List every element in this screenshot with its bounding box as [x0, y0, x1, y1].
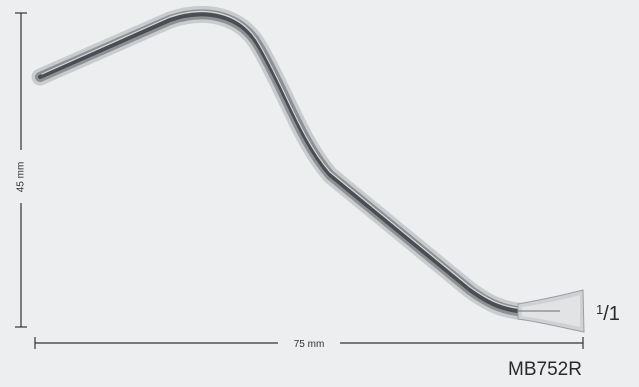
- instrument-core: [38, 12, 527, 314]
- scale-denominator: 1: [608, 303, 620, 325]
- height-dimension-label: 45 mm: [16, 162, 27, 193]
- width-dimension-label: 75 mm: [294, 339, 325, 350]
- instrument-highlight: [41, 10, 526, 310]
- instrument-shadow: [31, 6, 534, 321]
- height-dimension: 45 mm: [15, 12, 27, 328]
- instrument: [31, 6, 585, 333]
- scale-label: 1/1: [596, 302, 620, 325]
- scale-numerator: 1: [596, 302, 604, 317]
- model-code: MB752R: [508, 359, 582, 380]
- width-dimension: 75 mm: [34, 337, 584, 350]
- scale-separator: /: [603, 303, 609, 325]
